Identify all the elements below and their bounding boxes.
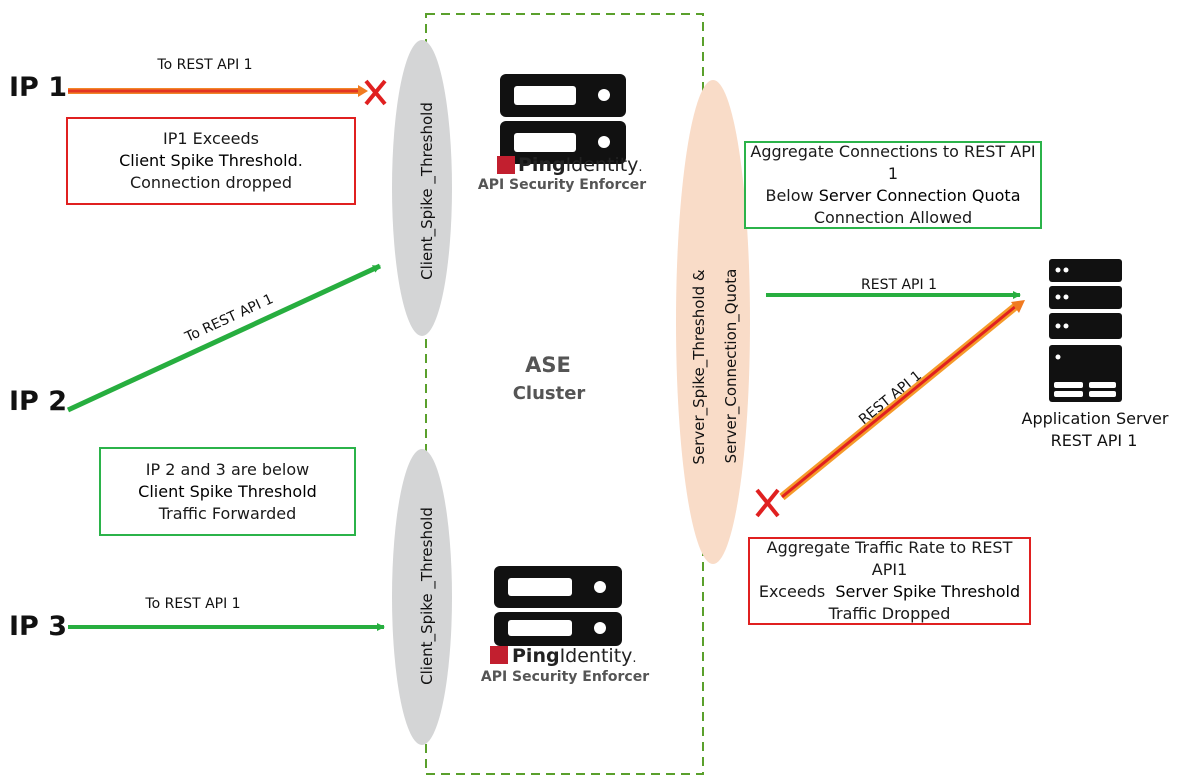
note-line-strong: Client Spike Threshold xyxy=(138,481,317,501)
cluster-subtitle: Cluster xyxy=(513,383,586,404)
connection-quota-note: Aggregate Connections to REST API 1 Belo… xyxy=(744,141,1042,229)
ip1-arrowhead xyxy=(358,85,368,97)
rest-api-green-label: REST API 1 xyxy=(861,277,937,293)
ip1-label: IP 1 xyxy=(9,72,67,103)
ip1-arrow xyxy=(68,88,360,94)
ip1-arrow-label: To REST API 1 xyxy=(156,57,252,73)
ase-cluster-border xyxy=(425,13,704,775)
note-line-strong: Exceeds Server Spike Threshold xyxy=(758,582,1021,601)
rest-api-red-label: REST API 1 xyxy=(856,368,925,428)
ping-brand-bottom: PingIdentity. xyxy=(512,645,637,667)
server-appliance-icon xyxy=(500,74,626,164)
rest-api-red-arrow xyxy=(781,304,1017,499)
ping-brand-top: PingIdentity. xyxy=(518,154,643,176)
note-line: Connection Allowed xyxy=(813,208,973,227)
client-spike-ellipse-bottom xyxy=(392,449,452,745)
ip23-forwarded-note: IP 2 and 3 are below Client Spike Thresh… xyxy=(99,447,356,536)
spike-dropped-note: Aggregate Traffic Rate to REST API1 Exce… xyxy=(748,537,1031,625)
ip3-label: IP 3 xyxy=(9,611,67,642)
note-line: Traffic Forwarded xyxy=(158,503,297,523)
client-spike-ellipse-top xyxy=(392,40,452,336)
ip2-label: IP 2 xyxy=(9,386,67,417)
server-rack-icon xyxy=(1049,259,1122,402)
x-mark-icon xyxy=(364,79,387,106)
ip2-arrow xyxy=(66,263,382,413)
enforcer-caption-top: API Security Enforcer xyxy=(478,177,646,193)
server-quota-label: Server_Connection_Quota xyxy=(722,269,741,464)
server-appliance-icon xyxy=(494,566,622,646)
note-line: IP 2 and 3 are below xyxy=(145,459,310,479)
app-server-label: Application Server xyxy=(1022,409,1169,428)
client-spike-label-bottom: Client_Spike _Threshold xyxy=(418,507,437,685)
note-line: Aggregate Traffic Rate to REST API1 xyxy=(766,538,1013,579)
app-server-api-label: REST API 1 xyxy=(1051,431,1138,450)
note-line-strong: Below Server Connection Quota xyxy=(765,186,1021,205)
note-line: Aggregate Connections to REST API 1 xyxy=(750,142,1036,183)
note-line: IP1 Exceeds xyxy=(163,129,259,148)
server-threshold-ellipse xyxy=(676,80,750,564)
ip1-dropped-note: IP1 Exceeds Client Spike Threshold. Conn… xyxy=(66,117,356,205)
red-arrowhead xyxy=(1011,300,1025,313)
ping-logo-square xyxy=(490,646,508,664)
client-spike-label-top: Client_Spike _Threshold xyxy=(418,102,437,280)
enforcer-caption-bottom: API Security Enforcer xyxy=(481,669,649,685)
ping-logo-square xyxy=(497,156,515,174)
server-spike-label: Server_Spike_Threshold & xyxy=(690,269,709,464)
cluster-title: ASE xyxy=(525,353,571,377)
note-line: Connection dropped xyxy=(129,173,293,192)
note-line: Traffic Dropped xyxy=(828,604,951,623)
x-mark-icon xyxy=(755,488,780,518)
ip3-arrow-label: To REST API 1 xyxy=(144,596,240,612)
note-line-strong: Client Spike Threshold. xyxy=(119,151,303,170)
